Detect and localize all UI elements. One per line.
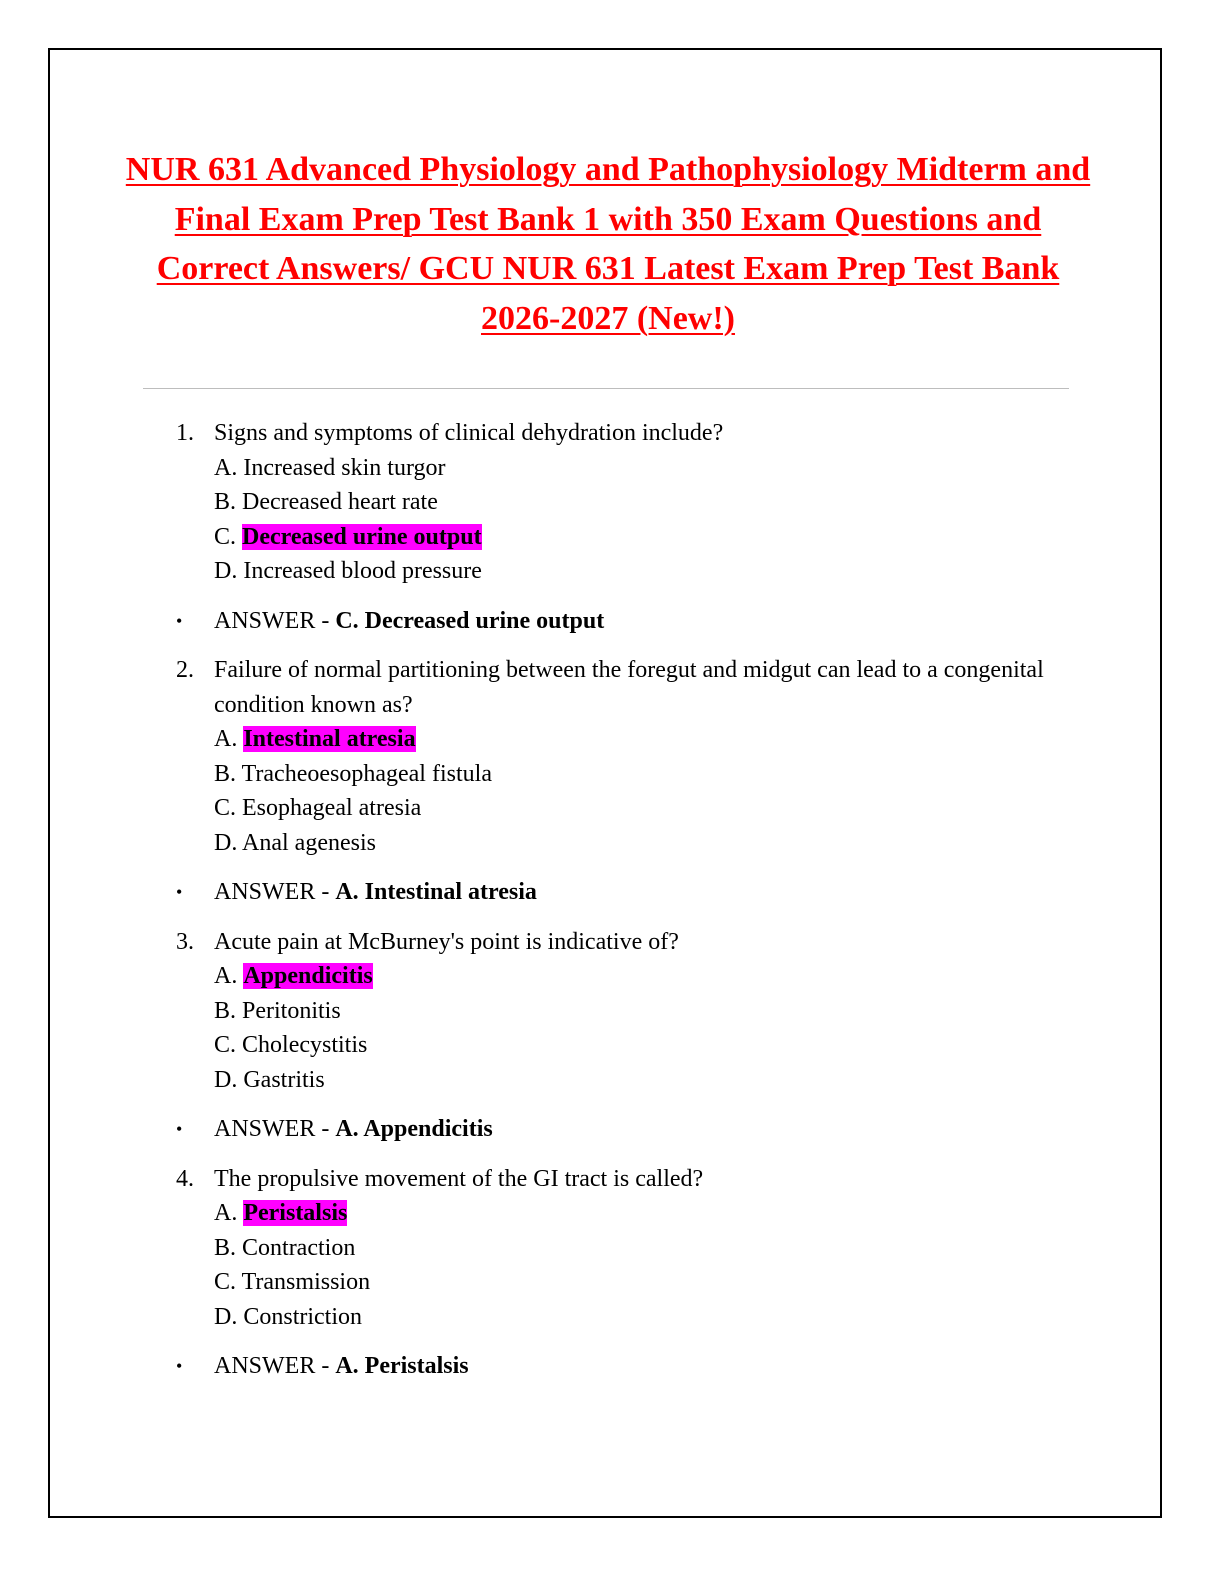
- answer-line: • ANSWER - C. Decreased urine output: [176, 604, 1224, 639]
- option-letter: A.: [214, 454, 238, 481]
- option-b: B. Peritonitis: [214, 994, 1074, 1029]
- answer-text: C. Decreased urine output: [335, 607, 605, 634]
- option-a: A. Peristalsis: [214, 1196, 1074, 1231]
- page-border: [48, 48, 1162, 1518]
- option-d: D. Gastritis: [214, 1063, 1074, 1098]
- document-title: NUR 631 Advanced Physiology and Pathophy…: [120, 145, 1096, 343]
- option-letter: D.: [214, 558, 238, 584]
- option-b: B. Tracheoesophageal fistula: [214, 757, 1074, 792]
- option-letter: C.: [214, 523, 237, 550]
- answer-prefix: ANSWER -: [214, 607, 336, 634]
- option-text: Gastritis: [243, 1066, 325, 1093]
- correct-option-highlight: Decreased urine output: [242, 523, 482, 550]
- option-letter: D.: [214, 1066, 238, 1093]
- option-c: C. Cholecystitis: [214, 1028, 1074, 1063]
- option-letter: B.: [214, 997, 237, 1024]
- option-letter: B.: [214, 1234, 237, 1261]
- question-number: 3.: [176, 928, 194, 955]
- option-letter: C.: [214, 1032, 237, 1058]
- answer-prefix: ANSWER -: [214, 879, 336, 905]
- question-number: 1.: [176, 420, 194, 446]
- question-item: 4. The propulsive movement of the GI tra…: [176, 1162, 1074, 1335]
- option-d: D. Constriction: [214, 1300, 1074, 1335]
- correct-option-highlight: Peristalsis: [243, 1200, 348, 1226]
- option-letter: D.: [214, 829, 238, 856]
- option-a: A. Intestinal atresia: [214, 722, 1074, 757]
- option-d: D. Anal agenesis: [214, 826, 1074, 861]
- question-number: 4.: [176, 1165, 194, 1192]
- question-text: Signs and symptoms of clinical dehydrati…: [214, 420, 724, 446]
- option-text: Decreased heart rate: [242, 489, 438, 515]
- option-a: A. Increased skin turgor: [214, 451, 1074, 486]
- option-text: Tracheoesophageal fistula: [241, 760, 492, 787]
- answer-prefix: ANSWER -: [214, 1116, 336, 1142]
- option-a: A. Appendicitis: [214, 959, 1074, 994]
- bullet-icon: •: [176, 1119, 183, 1139]
- option-b: B. Decreased heart rate: [214, 485, 1074, 520]
- option-text: Cholecystitis: [242, 1032, 368, 1058]
- question-text: Acute pain at McBurney's point is indica…: [214, 928, 679, 955]
- answer-text: A. Appendicitis: [335, 1116, 493, 1142]
- correct-option-highlight: Intestinal atresia: [243, 726, 416, 752]
- question-text: The propulsive movement of the GI tract …: [214, 1165, 704, 1192]
- bullet-icon: •: [176, 610, 183, 631]
- option-text: Peritonitis: [242, 997, 341, 1024]
- answer-prefix: ANSWER -: [214, 1353, 336, 1379]
- option-c: C. Decreased urine output: [214, 520, 1074, 555]
- question-number: 2.: [176, 657, 194, 683]
- horizontal-divider: [143, 388, 1069, 389]
- answer-line: • ANSWER - A. Intestinal atresia: [176, 875, 1224, 910]
- option-text: Contraction: [242, 1234, 356, 1261]
- option-c: C. Esophageal atresia: [214, 791, 1074, 826]
- option-letter: B.: [214, 489, 237, 515]
- option-text: Transmission: [241, 1269, 371, 1295]
- answer-line: • ANSWER - A. Appendicitis: [176, 1112, 1224, 1147]
- question-item: 3. Acute pain at McBurney's point is ind…: [176, 925, 1074, 1098]
- option-d: D. Increased blood pressure: [214, 554, 1074, 589]
- option-text: Anal agenesis: [242, 829, 376, 856]
- option-letter: C.: [214, 1269, 237, 1295]
- question-list: 1. Signs and symptoms of clinical dehydr…: [0, 416, 1224, 1399]
- option-text: Constriction: [243, 1303, 363, 1330]
- option-text: Increased blood pressure: [243, 558, 482, 584]
- question-text: Failure of normal partitioning between t…: [214, 657, 1044, 718]
- option-text: Increased skin turgor: [243, 454, 446, 481]
- answer-line: • ANSWER - A. Peristalsis: [176, 1349, 1224, 1384]
- answer-text: A. Peristalsis: [335, 1353, 469, 1379]
- document-title-text: NUR 631 Advanced Physiology and Pathophy…: [125, 151, 1091, 337]
- option-letter: A.: [214, 1200, 238, 1226]
- option-letter: B.: [214, 760, 237, 787]
- answer-text: A. Intestinal atresia: [335, 879, 537, 905]
- option-text: Esophageal atresia: [242, 795, 422, 821]
- option-letter: C.: [214, 795, 237, 821]
- bullet-icon: •: [176, 1356, 183, 1376]
- correct-option-highlight: Appendicitis: [243, 963, 373, 989]
- bullet-icon: •: [176, 882, 183, 902]
- option-letter: A.: [214, 963, 238, 989]
- question-item: 1. Signs and symptoms of clinical dehydr…: [176, 416, 1074, 589]
- option-letter: A.: [214, 726, 238, 752]
- option-c: C. Transmission: [214, 1265, 1074, 1300]
- option-b: B. Contraction: [214, 1231, 1074, 1266]
- option-letter: D.: [214, 1303, 238, 1330]
- question-item: 2. Failure of normal partitioning betwee…: [176, 653, 1074, 861]
